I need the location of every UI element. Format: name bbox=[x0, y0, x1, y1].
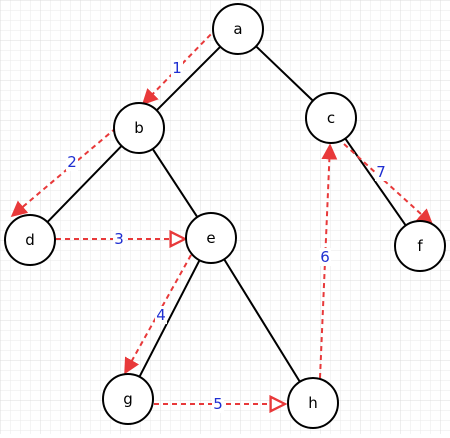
tree-edges bbox=[46, 45, 407, 383]
step-label-2: 2 bbox=[67, 153, 77, 171]
tree-edge-a-b bbox=[155, 45, 222, 112]
node-h: h bbox=[287, 377, 339, 429]
node-label-b: b bbox=[134, 119, 144, 137]
step-label-bg-6 bbox=[319, 248, 331, 266]
tree-edge-e-h bbox=[223, 258, 301, 383]
node-label-d: d bbox=[25, 231, 35, 249]
node-c: c bbox=[305, 92, 357, 144]
node-label-h: h bbox=[308, 394, 318, 412]
node-e: e bbox=[185, 212, 237, 264]
node-circle-d bbox=[4, 214, 56, 266]
node-b: b bbox=[113, 102, 165, 154]
node-circle-c bbox=[305, 92, 357, 144]
node-circle-b bbox=[113, 102, 165, 154]
node-label-a: a bbox=[233, 20, 242, 38]
step-label-bg-1 bbox=[171, 59, 183, 77]
step-label-bg-7 bbox=[375, 163, 387, 181]
traversal-arrow-2 bbox=[10, 127, 117, 218]
tree-edge-b-e bbox=[151, 147, 199, 219]
step-label-7: 7 bbox=[376, 163, 386, 181]
step-label-bg-2 bbox=[66, 153, 78, 171]
node-circle-a bbox=[212, 3, 264, 55]
step-label-1: 1 bbox=[172, 59, 182, 77]
step-label-6: 6 bbox=[320, 248, 330, 266]
step-label-3: 3 bbox=[114, 230, 124, 248]
node-label-f: f bbox=[417, 237, 423, 255]
node-circle-g bbox=[102, 373, 154, 425]
node-f: f bbox=[394, 220, 446, 272]
node-a: a bbox=[212, 3, 264, 55]
node-g: g bbox=[102, 373, 154, 425]
node-circle-e bbox=[185, 212, 237, 264]
traversal-arrow-6 bbox=[319, 143, 338, 379]
tree-edge-c-f bbox=[344, 137, 407, 227]
step-label-4: 4 bbox=[156, 306, 166, 324]
tree-nodes: a b c d e f g h bbox=[4, 3, 446, 429]
tree-edge-a-c bbox=[255, 45, 314, 102]
step-label-bg-5 bbox=[212, 395, 224, 413]
tree-edge-e-g bbox=[138, 259, 201, 378]
step-labels: 1 2 3 4 5 6 7 bbox=[66, 59, 387, 413]
tree-edge-b-d bbox=[46, 144, 123, 224]
node-circle-h bbox=[287, 377, 339, 429]
traversal-arrow-7 bbox=[343, 143, 434, 226]
step-label-5: 5 bbox=[213, 395, 223, 413]
node-circle-f bbox=[394, 220, 446, 272]
node-d: d bbox=[4, 214, 56, 266]
step-label-bg-4 bbox=[155, 306, 167, 324]
node-label-g: g bbox=[123, 390, 133, 408]
node-label-e: e bbox=[206, 229, 215, 247]
node-label-c: c bbox=[327, 109, 335, 127]
step-label-bg-3 bbox=[113, 230, 125, 248]
